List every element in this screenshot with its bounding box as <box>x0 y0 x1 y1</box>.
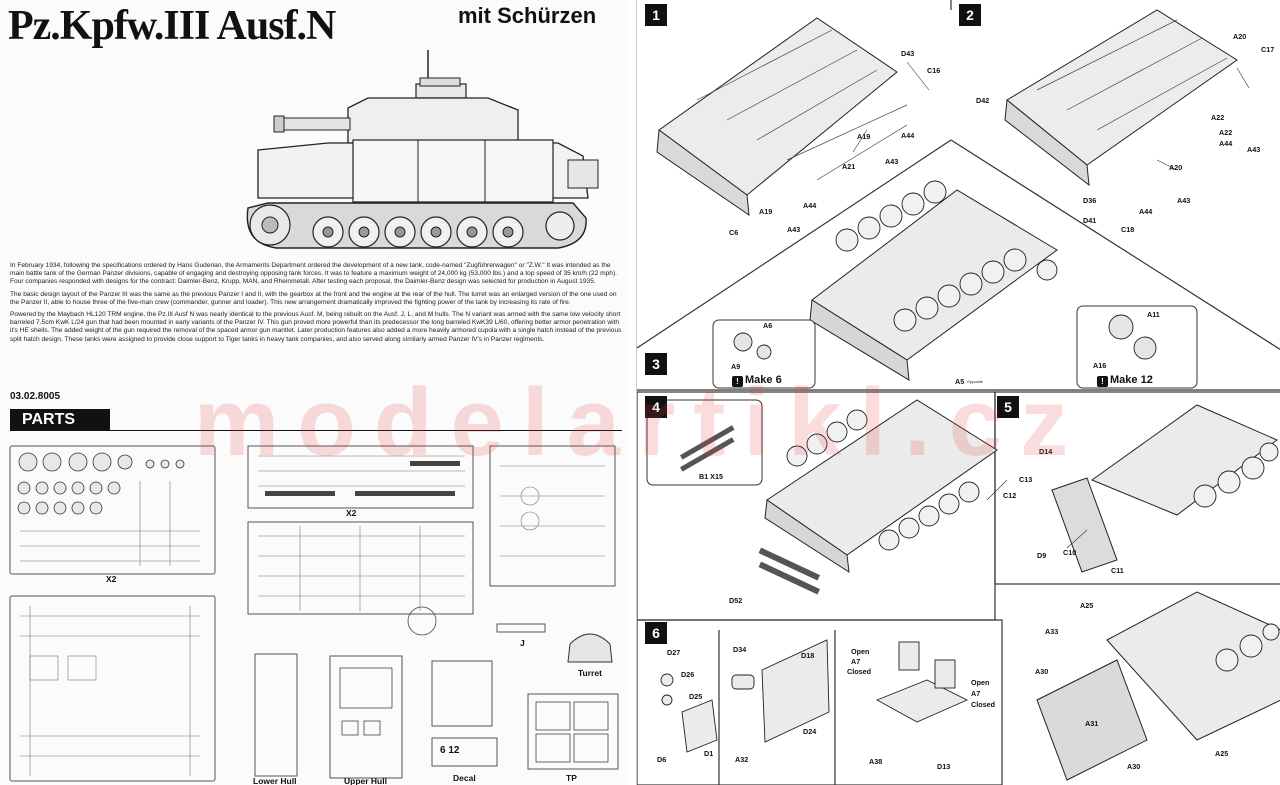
warning-icon: ! <box>732 376 743 387</box>
history-paragraph: The basic design layout of the Panzer II… <box>10 290 617 306</box>
part-callout: A11 <box>1147 310 1160 319</box>
sprue-quantity-label: X2 <box>106 574 117 584</box>
divider <box>110 430 622 431</box>
part-callout: A16 <box>1093 361 1107 370</box>
make-quantity-label: !Make 6 <box>732 374 782 387</box>
part-callout: A7 <box>971 689 981 698</box>
sprue-quantity-label: X2 <box>346 508 357 518</box>
part-callout: B1 X15 <box>699 472 723 481</box>
part-callout: A25 <box>1080 601 1094 610</box>
part-callout: A30 <box>1127 762 1141 771</box>
parts-sprue-layout: X2 X2 J Turret Lower Hull Upper Hull Dec… <box>0 436 628 785</box>
part-callout: A20 <box>1169 163 1183 172</box>
part-callout: A44 <box>1219 139 1233 148</box>
part-callout: A22 <box>1219 128 1233 137</box>
part-callout: D18 <box>801 651 815 660</box>
history-paragraph: In February 1934, following the specific… <box>10 262 617 286</box>
sprue-label-tp: TP <box>566 773 577 783</box>
history-text: In February 1934, following the specific… <box>10 262 622 348</box>
sprue-label-lower-hull: Lower Hull <box>253 776 297 785</box>
part-callout: D1 <box>704 749 714 758</box>
part-callout: A30 <box>1035 667 1049 676</box>
step-number-2: 2 <box>959 4 981 26</box>
part-callout: A33 <box>1045 627 1059 636</box>
part-callout: A43 <box>787 225 801 234</box>
step-number-6: 6 <box>645 622 667 644</box>
part-callout: A9 <box>731 362 741 371</box>
part-callout: D41 <box>1083 216 1097 225</box>
part-callout: D34 <box>733 645 747 654</box>
sprue-label-j: J <box>520 638 525 648</box>
part-callout: A43 <box>1177 196 1191 205</box>
part-callout: A5 <box>955 377 965 386</box>
part-callout: A44 <box>1139 207 1153 216</box>
part-callout: A43 <box>885 157 899 166</box>
part-callout: A38 <box>869 757 883 766</box>
part-callout: C18 <box>1121 225 1135 234</box>
part-callout: C10 <box>1063 548 1077 557</box>
sprue-label-upper-hull: Upper Hull <box>344 776 387 785</box>
part-callout: A20 <box>1233 32 1247 41</box>
instruction-page-right: 1 2 3 4 5 6 D43 C16 A19 A44 A43 A21 A19 … <box>636 0 1280 785</box>
part-callout: D9 <box>1037 551 1047 560</box>
part-callout: A19 <box>759 207 773 216</box>
part-callout: D13 <box>937 762 951 771</box>
part-callout: C13 <box>1019 475 1033 484</box>
parts-heading: PARTS <box>10 409 110 431</box>
history-paragraph: Powered by the Maybach HL120 TRM engine,… <box>10 311 622 343</box>
part-callout: A19 <box>857 132 871 141</box>
part-callout: Open <box>851 647 870 656</box>
warning-icon: ! <box>1097 376 1108 387</box>
part-callout: C16 <box>927 66 941 75</box>
part-callout: C11 <box>1111 566 1124 575</box>
sprue-diagram <box>9 445 619 782</box>
part-callout: D25 <box>689 692 703 701</box>
part-callout: Closed <box>847 667 871 676</box>
catalog-number: 03.02.8005 <box>10 391 61 402</box>
model-title: Pz.Kpfw.III Ausf.N <box>8 3 336 49</box>
part-callout: D26 <box>681 670 695 679</box>
part-callout: D52 <box>729 596 743 605</box>
tank-side-view-drawing <box>246 50 599 249</box>
part-callout: D6 <box>657 755 667 764</box>
sprue-label-decal: Decal <box>453 773 476 783</box>
part-callout: A7 <box>851 657 861 666</box>
part-callout: D14 <box>1039 447 1053 456</box>
step-number-3: 3 <box>645 353 667 375</box>
part-callout: D24 <box>803 727 817 736</box>
part-callout: C12 <box>1003 491 1017 500</box>
part-callout: A22 <box>1211 113 1225 122</box>
part-callout: A32 <box>735 755 749 764</box>
part-callout: A43 <box>1247 145 1261 154</box>
part-callout: A44 <box>901 131 915 140</box>
step-number-4: 4 <box>645 396 667 418</box>
step-number-1: 1 <box>645 4 667 26</box>
part-callout: D42 <box>976 96 990 105</box>
sprue-label-turret: Turret <box>578 668 602 678</box>
part-callout: D27 <box>667 648 681 657</box>
assembly-steps-drawing <box>637 0 1280 785</box>
part-callout: C6 <box>729 228 739 237</box>
instruction-page-left: Pz.Kpfw.III Ausf.N mit Schürzen <box>0 0 628 785</box>
part-callout: A6 <box>763 321 773 330</box>
part-callout: A25 <box>1215 749 1229 758</box>
part-callout: A31 <box>1085 719 1099 728</box>
part-callout: D43 <box>901 49 915 58</box>
part-callout: A21 <box>842 162 856 171</box>
model-subtitle: mit Schürzen <box>458 3 597 28</box>
opposite-note: Opposite <box>967 379 984 384</box>
decal-sheet-numbers: 6 12 <box>440 745 460 756</box>
part-callout: D36 <box>1083 196 1097 205</box>
make-quantity-label: !Make 12 <box>1097 374 1153 387</box>
part-callout: C17 <box>1261 45 1275 54</box>
part-callout: Closed <box>971 700 995 709</box>
step-number-5: 5 <box>997 396 1019 418</box>
part-callout: A44 <box>803 201 817 210</box>
part-callout: Open <box>971 678 990 687</box>
